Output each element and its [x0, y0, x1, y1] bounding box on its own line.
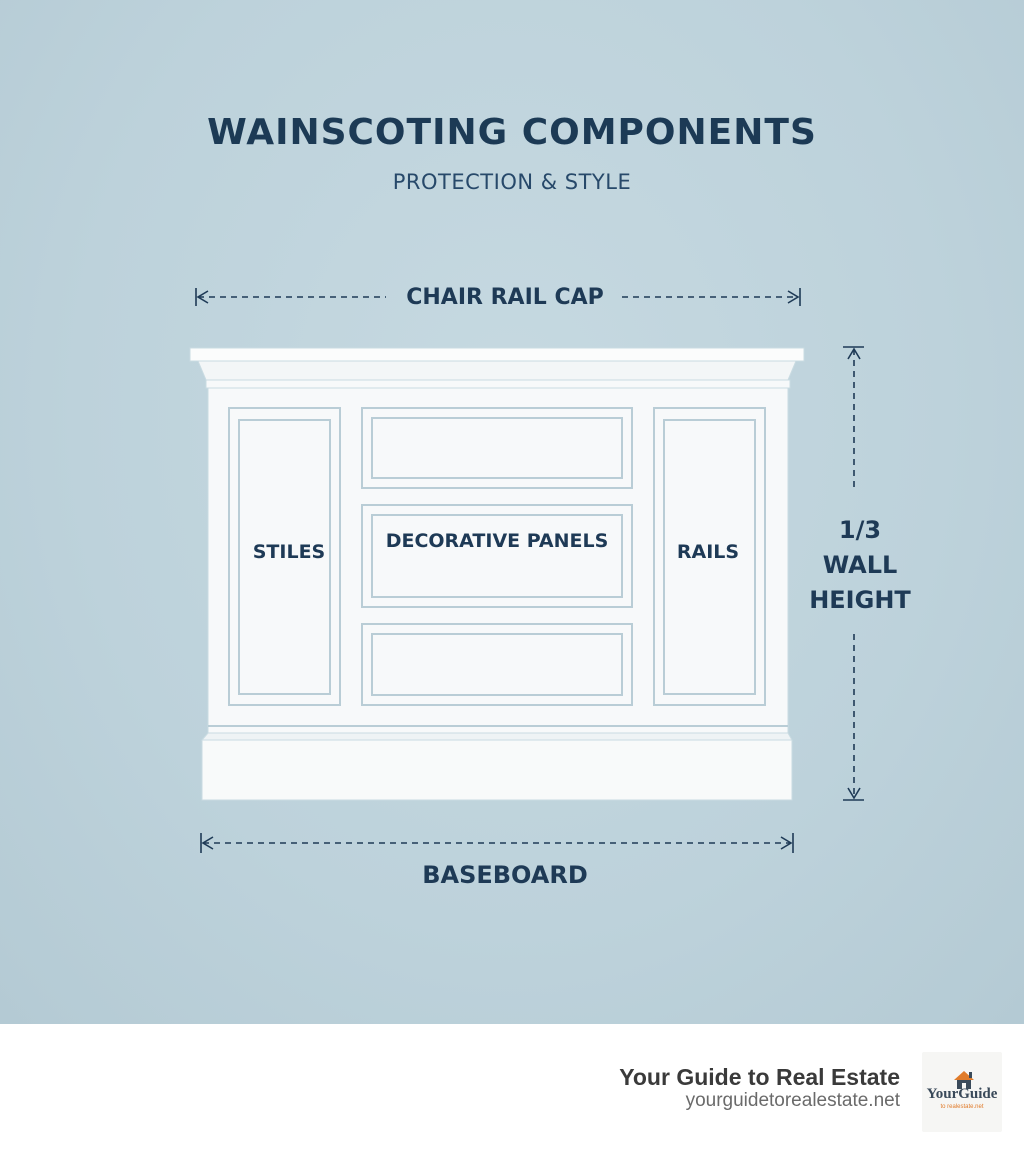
stiles-label: STILES [252, 541, 326, 563]
chair-rail-cap-label: CHAIR RAIL CAP [406, 285, 604, 310]
cap-molding [197, 360, 797, 381]
baseboard-label: BASEBOARD [422, 861, 588, 889]
baseboard [201, 739, 793, 801]
top-panel-frame [361, 407, 633, 489]
chair-rail-cap [189, 347, 805, 362]
logo-subtext: to realestate.net [940, 1104, 984, 1110]
brand-url[interactable]: yourguidetorealestate.net [685, 1090, 900, 1111]
house-icon [954, 1071, 974, 1089]
footer: Your Guide to Real Estate yourguidetorea… [0, 1024, 1024, 1154]
decorative-panels-label: DECORATIVE PANELS [385, 530, 609, 552]
diagram-subtitle: PROTECTION & STYLE [392, 170, 632, 194]
wainscot-body [207, 387, 789, 734]
bottom-panel-frame [361, 623, 633, 706]
baseboard-dimension-arrow [200, 833, 794, 853]
chair-rail-dimension-arrow [195, 288, 801, 306]
height-dimension-arrow [843, 346, 864, 801]
rails-label: RAILS [676, 541, 740, 563]
middle-panel-frame [361, 504, 633, 608]
rail-frame-right [653, 407, 766, 706]
wall-height-label: 1/3 WALL HEIGHT [809, 516, 911, 614]
brand-logo[interactable]: YourGuide to realestate.net [922, 1052, 1002, 1132]
diagram-area: WAINSCOTING COMPONENTS PROTECTION & STYL… [0, 0, 1024, 1024]
wainscoting-illustration [189, 288, 864, 853]
diagram-title: WAINSCOTING COMPONENTS [207, 112, 817, 153]
brand-name: Your Guide to Real Estate [619, 1064, 900, 1090]
wainscoting-unit [189, 347, 805, 801]
stile-frame-left [228, 407, 341, 706]
logo-text: YourGuide [926, 1086, 998, 1102]
